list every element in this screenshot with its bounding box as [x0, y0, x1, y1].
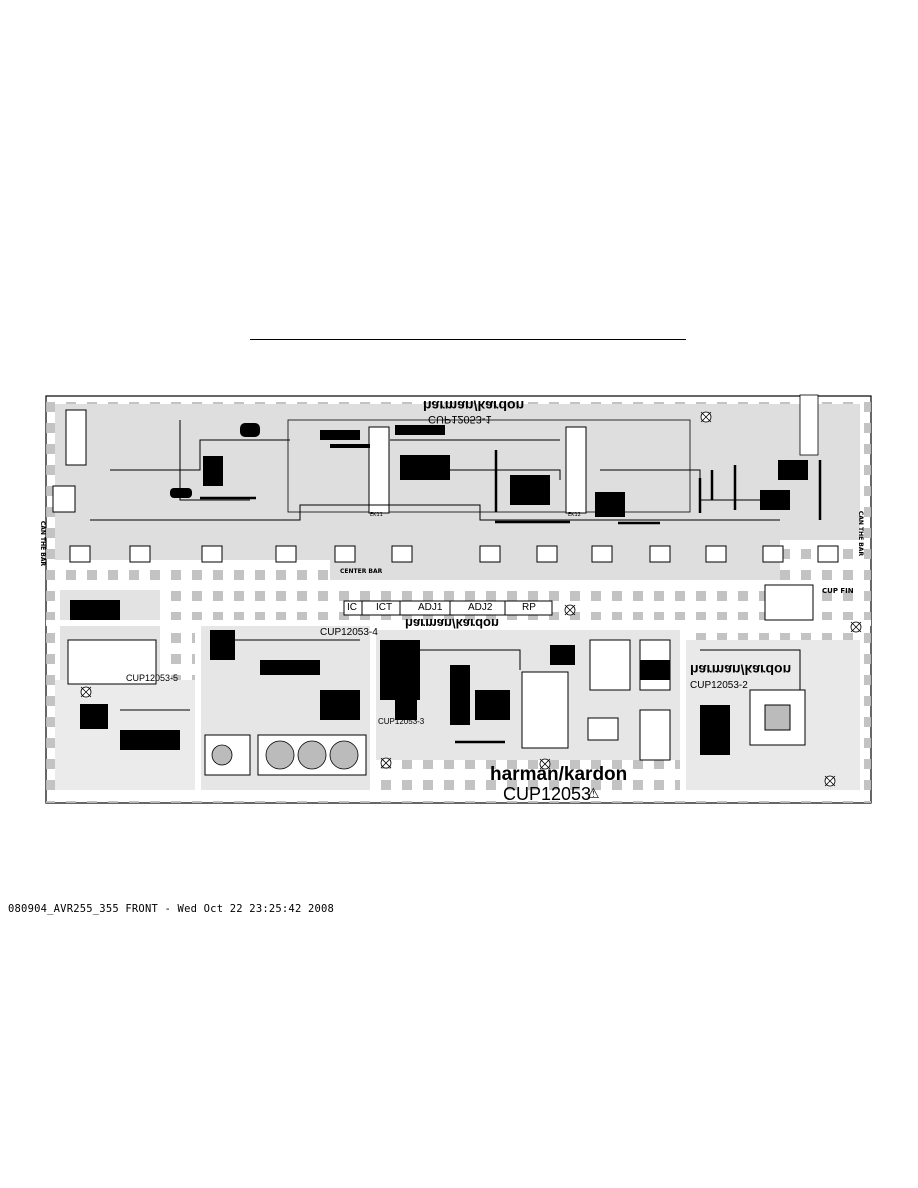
- logo-main: harman/kardon: [490, 764, 628, 785]
- logo-mid: harman/kardon: [405, 616, 499, 631]
- button-row: [69, 545, 839, 563]
- center-bar-label: CENTER BAR: [340, 568, 383, 575]
- sub-board-label-3: CUP12053-3: [378, 717, 425, 726]
- connector-label-ek12: EK12: [568, 512, 581, 518]
- test-box: [343, 600, 553, 616]
- part-number-main: CUP12053: [503, 784, 592, 804]
- part-number-mirrored-top: CUP12053-1: [428, 413, 492, 425]
- logo-mirrored-top: harman/kardon: [423, 398, 525, 414]
- sub-board-label-5: CUP12053-5: [126, 673, 179, 683]
- test-label-adj1: ADJ1: [418, 602, 443, 613]
- connector-label-ek11: EK11: [370, 512, 383, 518]
- footer-timestamp: 080904_AVR255_355 FRONT - Wed Oct 22 23:…: [8, 903, 335, 915]
- test-label-rp: RP: [522, 602, 536, 613]
- test-label-ict: ICT: [376, 602, 393, 613]
- test-label-ic: IC: [347, 602, 357, 613]
- logo-right: harman/kardon: [690, 662, 792, 678]
- test-label-adj2: ADJ2: [468, 602, 493, 613]
- top-rule: [250, 339, 686, 340]
- sub-board-label-2: CUP12053-2: [690, 680, 748, 691]
- right-label: CUP FIN: [822, 587, 854, 595]
- right-tab-label: CAN THE BAR: [857, 510, 865, 557]
- left-tab-label: CAN THE BAR: [39, 520, 47, 567]
- warning-triangle-icon: ⚠: [587, 786, 600, 802]
- sub-board-label-4: CUP12053-4: [320, 627, 378, 638]
